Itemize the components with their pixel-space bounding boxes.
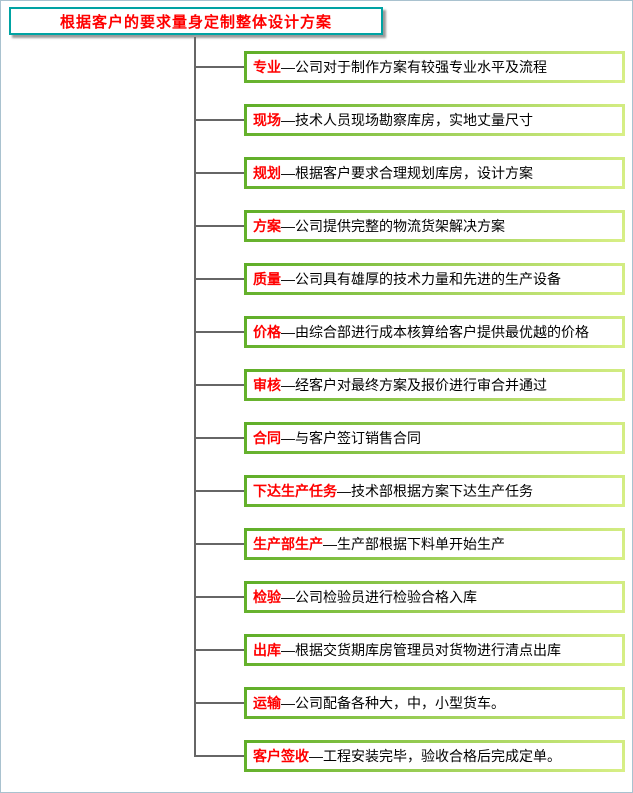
flow-item: 客户签收—工程安装完毕，验收合格后完成定单。 bbox=[194, 740, 625, 772]
item-description: —由综合部进行成本核算给客户提供最优越的价格 bbox=[281, 324, 589, 340]
connector-line bbox=[194, 702, 244, 704]
flow-item: 规划—根据客户要求合理规划库房，设计方案 bbox=[194, 157, 625, 189]
flow-item: 运输—公司配备各种大，中，小型货车。 bbox=[194, 687, 625, 719]
item-description: —与客户签订销售合同 bbox=[281, 430, 421, 446]
flow-item: 现场—技术人员现场勘察库房，实地丈量尺寸 bbox=[194, 104, 625, 136]
item-description: —公司提供完整的物流货架解决方案 bbox=[281, 218, 505, 234]
item-keyword: 专业 bbox=[253, 59, 281, 75]
item-keyword: 现场 bbox=[253, 112, 281, 128]
item-keyword: 质量 bbox=[253, 271, 281, 287]
flow-item: 质量—公司具有雄厚的技术力量和先进的生产设备 bbox=[194, 263, 625, 295]
item-box: 审核—经客户对最终方案及报价进行审合并通过 bbox=[244, 369, 625, 401]
item-box: 方案—公司提供完整的物流货架解决方案 bbox=[244, 210, 625, 242]
connector-line bbox=[194, 755, 244, 757]
connector-line bbox=[194, 225, 244, 227]
connector-line bbox=[194, 119, 244, 121]
item-box: 客户签收—工程安装完毕，验收合格后完成定单。 bbox=[244, 740, 625, 772]
item-keyword: 检验 bbox=[253, 589, 281, 605]
flow-item: 审核—经客户对最终方案及报价进行审合并通过 bbox=[194, 369, 625, 401]
item-keyword: 方案 bbox=[253, 218, 281, 234]
connector-line bbox=[194, 437, 244, 439]
item-description: —根据交货期库房管理员对货物进行清点出库 bbox=[281, 642, 561, 658]
item-keyword: 客户签收 bbox=[253, 748, 309, 764]
item-description: —技术人员现场勘察库房，实地丈量尺寸 bbox=[281, 112, 533, 128]
item-box: 生产部生产—生产部根据下料单开始生产 bbox=[244, 528, 625, 560]
connector-line bbox=[194, 543, 244, 545]
item-box: 下达生产任务—技术部根据方案下达生产任务 bbox=[244, 475, 625, 507]
item-keyword: 规划 bbox=[253, 165, 281, 181]
item-box: 质量—公司具有雄厚的技术力量和先进的生产设备 bbox=[244, 263, 625, 295]
item-description: —公司对于制作方案有较强专业水平及流程 bbox=[281, 59, 547, 75]
item-keyword: 生产部生产 bbox=[253, 536, 323, 552]
item-box: 出库—根据交货期库房管理员对货物进行清点出库 bbox=[244, 634, 625, 666]
item-keyword: 价格 bbox=[253, 324, 281, 340]
item-box: 现场—技术人员现场勘察库房，实地丈量尺寸 bbox=[244, 104, 625, 136]
item-description: —公司检验员进行检验合格入库 bbox=[281, 589, 477, 605]
flow-item: 检验—公司检验员进行检验合格入库 bbox=[194, 581, 625, 613]
connector-line bbox=[194, 172, 244, 174]
diagram-title: 根据客户的要求量身定制整体设计方案 bbox=[59, 13, 332, 31]
item-description: —根据客户要求合理规划库房，设计方案 bbox=[281, 165, 533, 181]
item-box: 专业—公司对于制作方案有较强专业水平及流程 bbox=[244, 51, 625, 83]
items-list: 专业—公司对于制作方案有较强专业水平及流程 现场—技术人员现场勘察库房，实地丈量… bbox=[194, 51, 625, 772]
flow-item: 生产部生产—生产部根据下料单开始生产 bbox=[194, 528, 625, 560]
connector-line bbox=[194, 596, 244, 598]
item-description: —生产部根据下料单开始生产 bbox=[323, 536, 505, 552]
item-description: —工程安装完毕，验收合格后完成定单。 bbox=[309, 748, 561, 764]
item-keyword: 下达生产任务 bbox=[253, 483, 337, 499]
item-box: 规划—根据客户要求合理规划库房，设计方案 bbox=[244, 157, 625, 189]
flow-item: 合同—与客户签订销售合同 bbox=[194, 422, 625, 454]
item-box: 检验—公司检验员进行检验合格入库 bbox=[244, 581, 625, 613]
title-box: 根据客户的要求量身定制整体设计方案 bbox=[9, 7, 383, 35]
item-keyword: 审核 bbox=[253, 377, 281, 393]
item-description: —公司配备各种大，中，小型货车。 bbox=[281, 695, 505, 711]
connector-line bbox=[194, 278, 244, 280]
trunk-line bbox=[194, 37, 196, 757]
item-box: 运输—公司配备各种大，中，小型货车。 bbox=[244, 687, 625, 719]
connector-line bbox=[194, 649, 244, 651]
connector-line bbox=[194, 490, 244, 492]
flow-item: 专业—公司对于制作方案有较强专业水平及流程 bbox=[194, 51, 625, 83]
item-keyword: 合同 bbox=[253, 430, 281, 446]
item-description: —技术部根据方案下达生产任务 bbox=[337, 483, 533, 499]
flow-item: 出库—根据交货期库房管理员对货物进行清点出库 bbox=[194, 634, 625, 666]
item-keyword: 出库 bbox=[253, 642, 281, 658]
flow-item: 下达生产任务—技术部根据方案下达生产任务 bbox=[194, 475, 625, 507]
flow-item: 方案—公司提供完整的物流货架解决方案 bbox=[194, 210, 625, 242]
flow-item: 价格—由综合部进行成本核算给客户提供最优越的价格 bbox=[194, 316, 625, 348]
item-box: 价格—由综合部进行成本核算给客户提供最优越的价格 bbox=[244, 316, 625, 348]
item-description: —经客户对最终方案及报价进行审合并通过 bbox=[281, 377, 547, 393]
connector-line bbox=[194, 66, 244, 68]
item-keyword: 运输 bbox=[253, 695, 281, 711]
connector-line bbox=[194, 331, 244, 333]
connector-line bbox=[194, 384, 244, 386]
item-box: 合同—与客户签订销售合同 bbox=[244, 422, 625, 454]
item-description: —公司具有雄厚的技术力量和先进的生产设备 bbox=[281, 271, 561, 287]
